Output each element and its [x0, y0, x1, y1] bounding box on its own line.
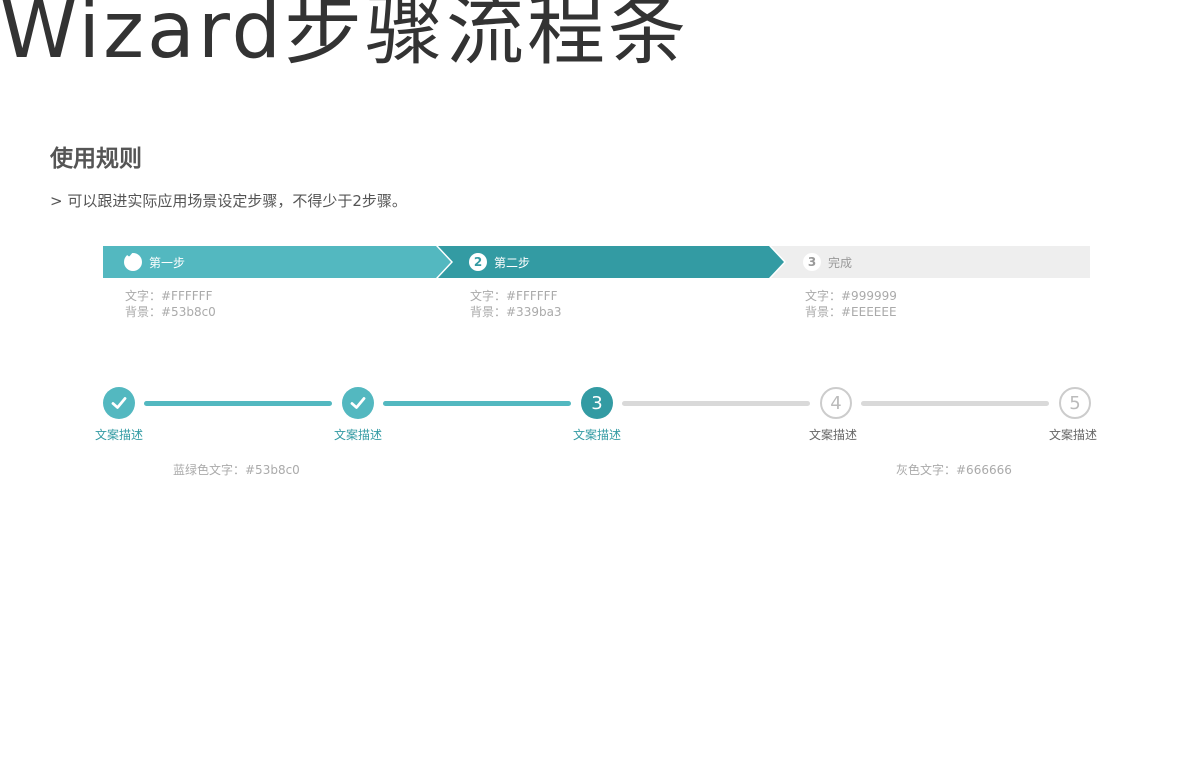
page-title: Wizard步骤流程条 — [0, 0, 690, 76]
wizard-step-2[interactable]: 2 第二步 — [438, 246, 784, 278]
wizard-step-2-arrow-shape — [438, 246, 784, 278]
check-icon — [124, 247, 142, 271]
step-number-3: 3 — [803, 253, 821, 271]
step-number-3: 3 — [591, 392, 603, 414]
wizard-step-1-arrow-shape — [103, 246, 451, 278]
section-title: 使用规则 — [50, 146, 142, 172]
step-number-4: 4 — [830, 392, 842, 414]
rule-text: > 可以跟进实际应用场景设定步骤，不得少于2步骤。 — [50, 192, 407, 210]
stepper-step-3[interactable]: 3 — [581, 387, 613, 419]
step-number-5: 5 — [1069, 392, 1081, 414]
stepper-connector-4 — [861, 401, 1049, 406]
stepper-connector-2 — [383, 401, 571, 406]
check-icon — [111, 397, 127, 409]
note-bg-color: 背景：#EEEEEE — [805, 305, 897, 319]
stepper-step-1[interactable] — [103, 387, 135, 419]
stepper-label-2: 文案描述 — [333, 428, 382, 442]
note-bg-color: 背景：#339ba3 — [470, 305, 562, 319]
note-text-color: 文字：#FFFFFF — [125, 289, 213, 303]
legend-teal-text: 蓝绿色文字：#53b8c0 — [173, 463, 300, 477]
note-text-color: 文字：#999999 — [805, 289, 897, 303]
stepper-step-4[interactable]: 4 — [820, 387, 852, 419]
stepper-label-3: 文案描述 — [572, 428, 621, 442]
wizard-bar: 第一步 2 第二步 3 完成 — [103, 246, 1090, 278]
wizard-note-1: 文字：#FFFFFF 背景：#53b8c0 — [125, 288, 216, 320]
stepper-label-1: 文案描述 — [94, 428, 143, 442]
wizard-note-2: 文字：#FFFFFF 背景：#339ba3 — [470, 288, 562, 320]
wizard-step-2-label: 第二步 — [494, 255, 531, 270]
note-bg-color: 背景：#53b8c0 — [125, 305, 216, 319]
wizard-step-3-label: 完成 — [828, 255, 853, 270]
stepper-step-2[interactable] — [342, 387, 374, 419]
wizard-step-3-arrow-shape — [771, 246, 1090, 278]
legend-gray-text: 灰色文字：#666666 — [896, 463, 1012, 477]
stepper-step-5[interactable]: 5 — [1059, 387, 1091, 419]
stepper-label-5: 文案描述 — [1048, 428, 1097, 442]
check-icon — [350, 397, 366, 409]
wizard-step-3[interactable]: 3 完成 — [771, 246, 1090, 278]
wizard-note-3: 文字：#999999 背景：#EEEEEE — [805, 288, 897, 320]
step-number-2: 2 — [469, 253, 487, 271]
wizard-step-1[interactable]: 第一步 — [103, 246, 451, 278]
note-text-color: 文字：#FFFFFF — [470, 289, 558, 303]
stepper-label-4: 文案描述 — [808, 428, 857, 442]
stepper-connector-3 — [622, 401, 810, 406]
stepper-connector-1 — [144, 401, 332, 406]
wizard-step-1-label: 第一步 — [149, 255, 186, 270]
